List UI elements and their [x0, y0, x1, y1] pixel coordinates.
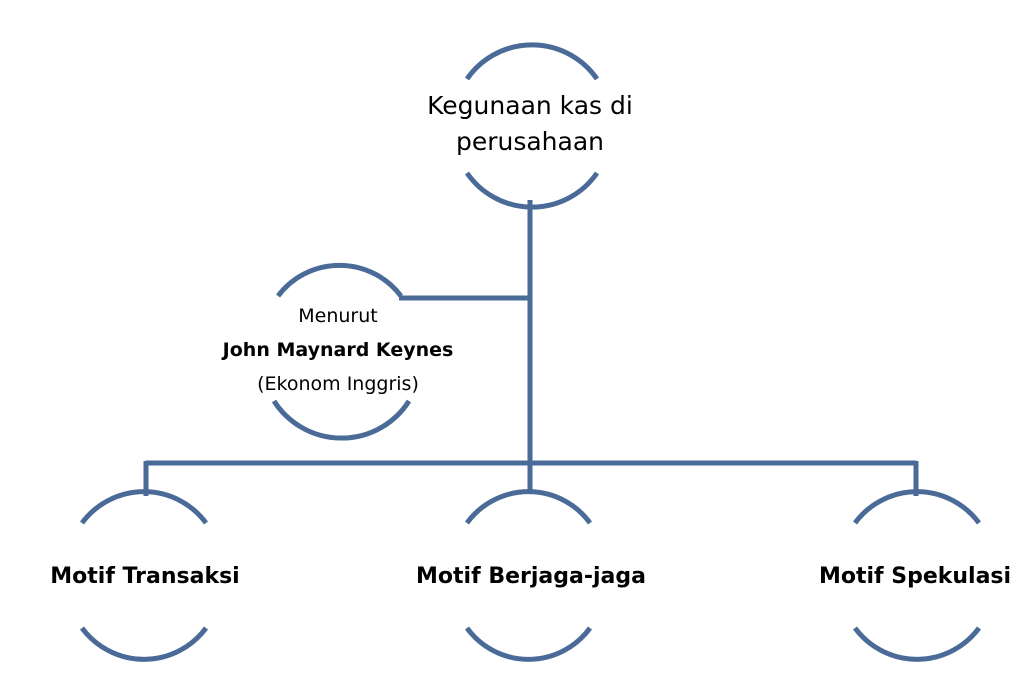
source-node-bottom-arc — [271, 399, 412, 441]
motif-berjaga-jaga-label: Motif Berjaga-jaga — [416, 564, 646, 589]
root-node-line-2: perusahaan — [455, 127, 605, 156]
source-node-intro: Menurut — [298, 305, 378, 327]
source-node-role: (Ekonom Inggris) — [257, 373, 419, 395]
root-node-top-arc — [464, 42, 600, 81]
root-node-line-1: Kegunaan kas di — [427, 91, 633, 120]
motif-berjaga-top-arc — [464, 489, 593, 525]
motif-berjaga-bottom-arc — [464, 626, 593, 662]
motif-transaksi-bottom-arc — [79, 626, 209, 662]
root-node-label: Kegunaan kas di perusahaan — [410, 88, 650, 160]
motif-transaksi-top-arc — [79, 489, 209, 525]
source-node-author: John Maynard Keynes — [222, 339, 454, 361]
motif-spekulasi-bottom-arc — [852, 626, 982, 662]
source-node-top-arc — [276, 262, 403, 298]
motif-transaksi-label: Motif Transaksi — [50, 564, 240, 589]
motif-spekulasi-top-arc — [852, 489, 982, 525]
motif-spekulasi-label: Motif Spekulasi — [818, 564, 1012, 589]
source-node-label: Menurut John Maynard Keynes (Ekonom Ingg… — [200, 299, 476, 401]
